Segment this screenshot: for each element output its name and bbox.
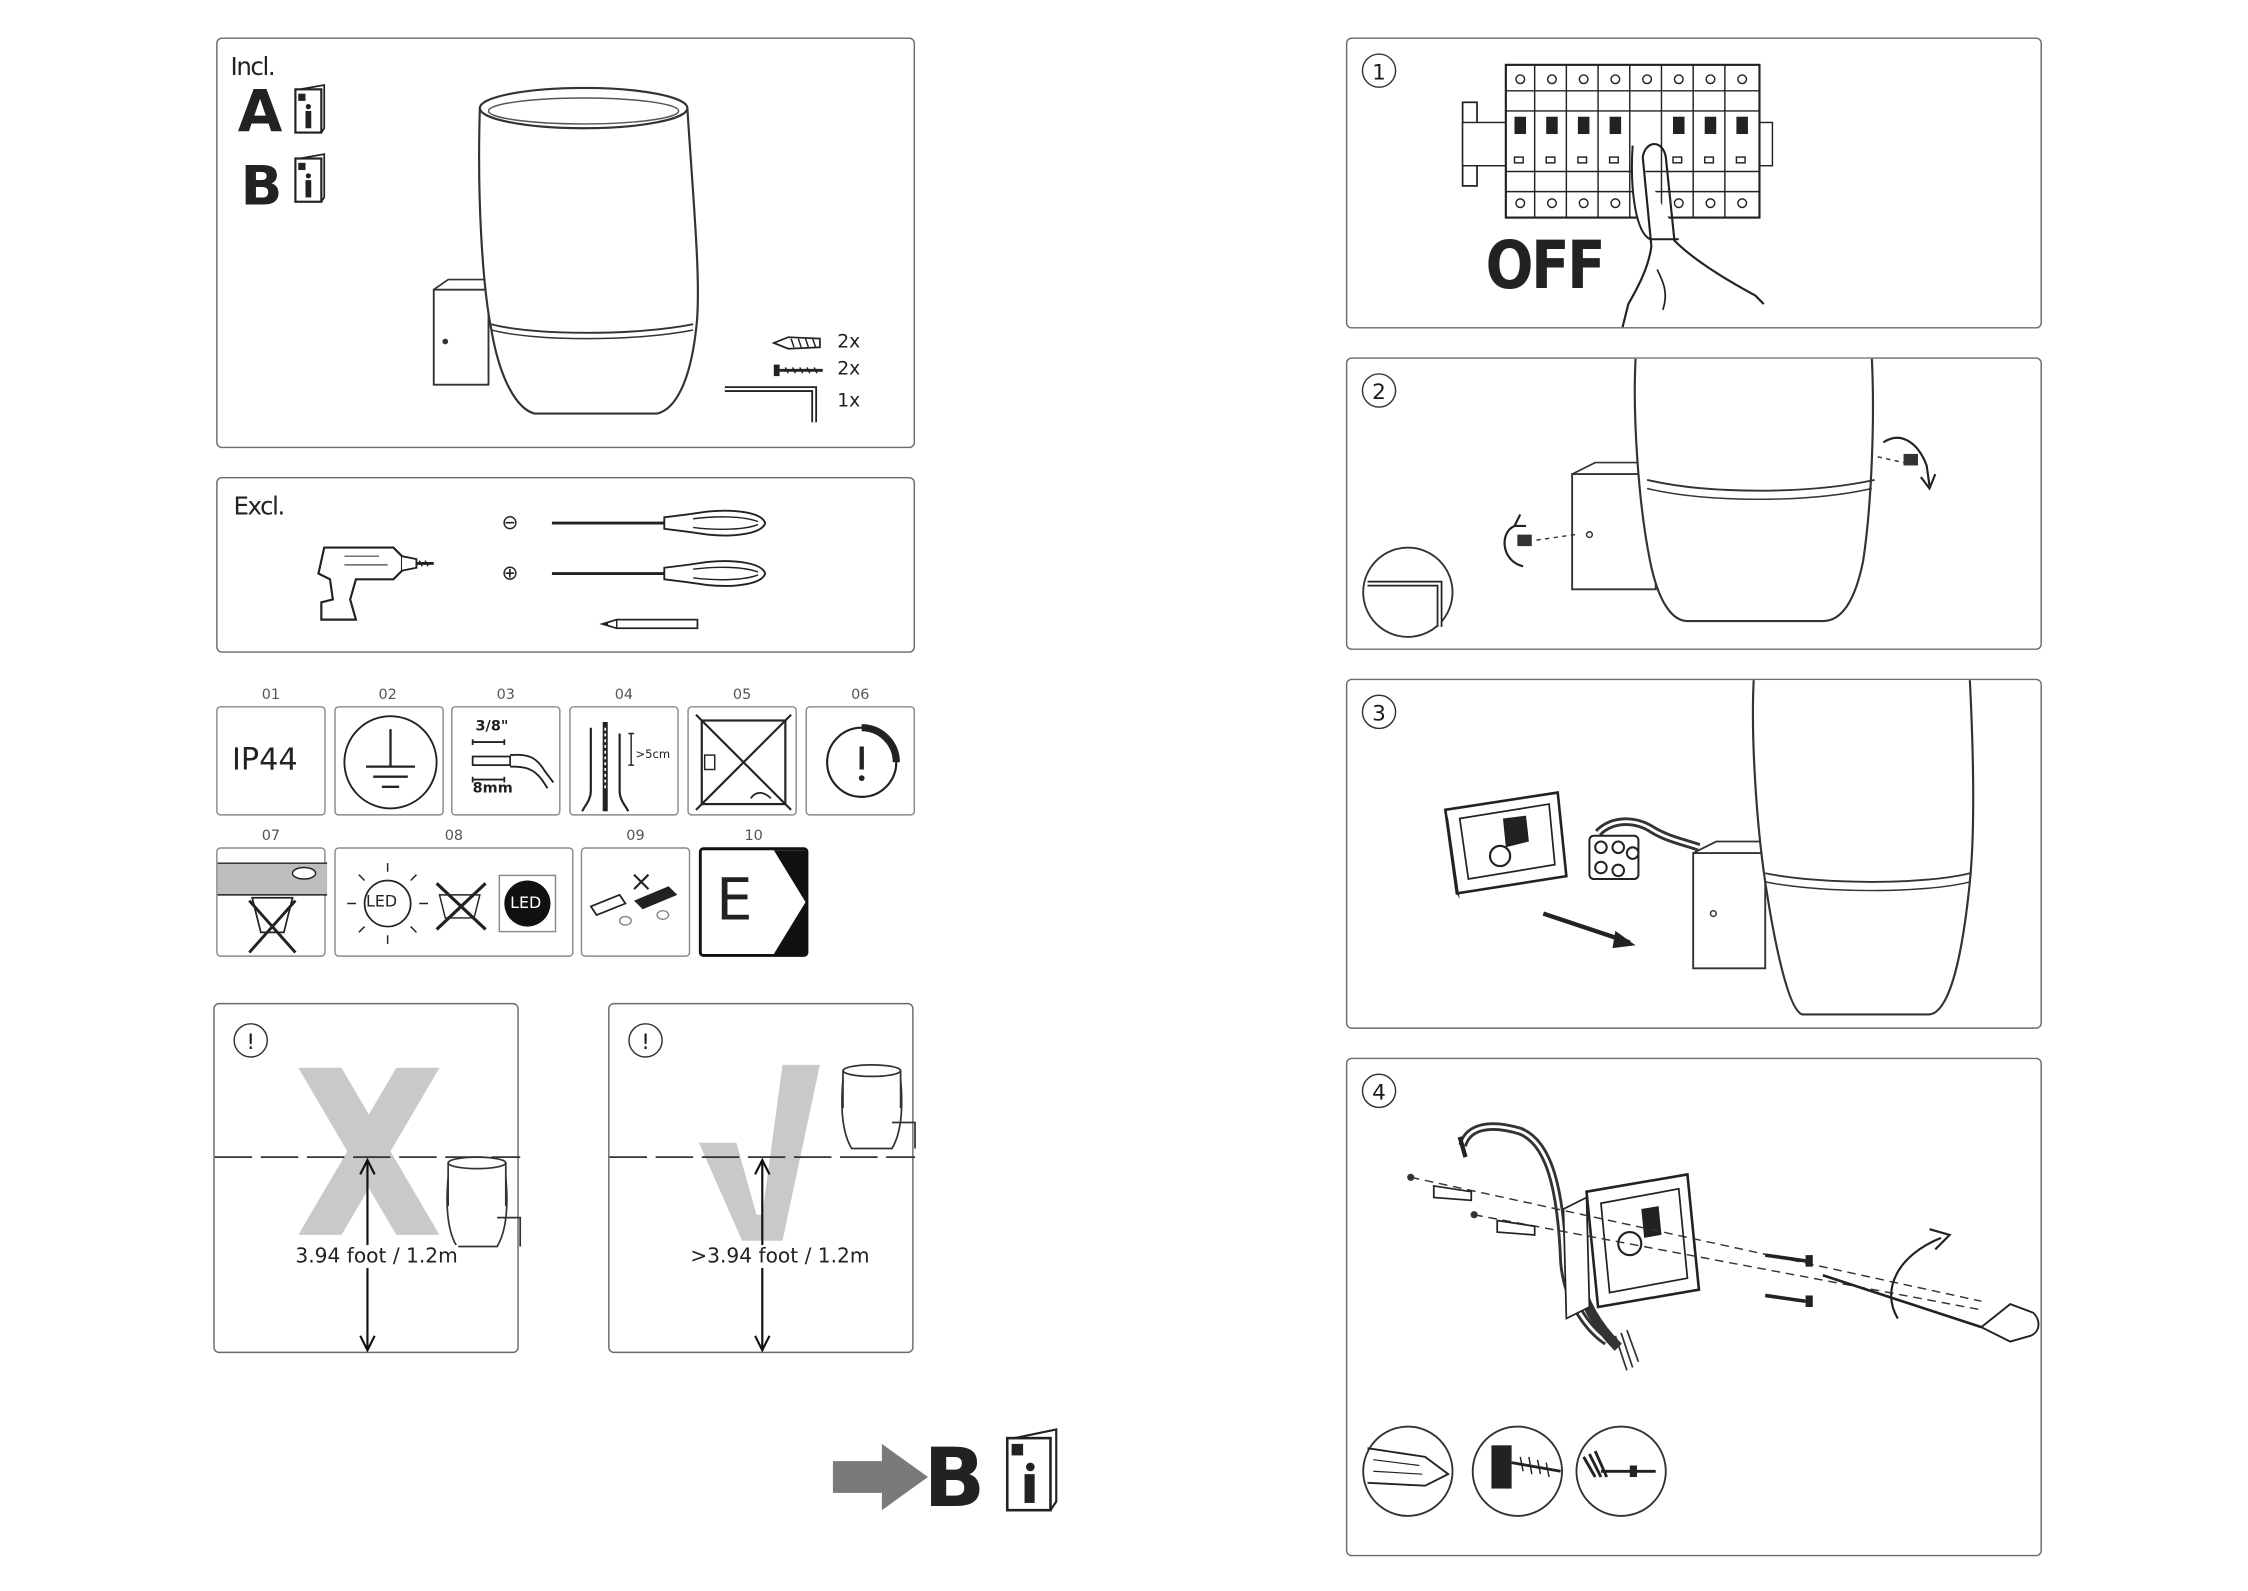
flat-screwdriver-icon xyxy=(549,507,772,539)
step-number: 1 xyxy=(1362,53,1397,88)
hex-key-count: 1x xyxy=(837,391,860,413)
spec-number: 01 xyxy=(242,687,300,703)
no-replace-led-icon xyxy=(431,878,492,936)
ground-symbol-icon xyxy=(340,712,441,813)
crossed-box-icon xyxy=(693,712,794,813)
wrong-height-drawing xyxy=(215,1004,520,1354)
spec-number: 02 xyxy=(359,687,417,703)
terminal-block-drawing xyxy=(1347,680,2043,1030)
height-right-panel: ! >3.94 foot / 1.2m xyxy=(608,1003,913,1353)
doc-letter-b: B xyxy=(241,154,283,217)
pencil-icon xyxy=(599,617,703,631)
wrong-height-label: 3.94 foot / 1.2m xyxy=(295,1245,457,1268)
excluded-label: Excl. xyxy=(233,493,283,522)
step-2-panel: 2 xyxy=(1346,357,2042,650)
driver-icon xyxy=(585,863,689,935)
wall-lamp-drawing xyxy=(419,71,707,431)
led-a-text: LED xyxy=(366,892,397,911)
right-height-label: >3.94 foot / 1.2m xyxy=(690,1245,869,1268)
ip44-rating-icon: IP44 xyxy=(216,706,326,816)
plug-count: 2x xyxy=(837,331,860,353)
hex-key-icon xyxy=(722,385,823,425)
led-not-replaceable-icon: LED LED xyxy=(334,847,573,957)
mounting-drawing xyxy=(1347,1059,2043,1558)
dimmer-icon xyxy=(811,712,912,813)
phillips-head-symbol: ⊕ xyxy=(501,562,518,585)
spec-number: 07 xyxy=(242,829,300,845)
strip-length-inch: 3/8" xyxy=(476,719,509,735)
led-b-text: LED xyxy=(510,893,541,912)
energy-class-icon: E xyxy=(699,847,809,957)
off-label: OFF xyxy=(1486,226,1604,304)
phillips-screwdriver-icon xyxy=(549,558,772,590)
spec-number: 10 xyxy=(725,829,783,845)
spec-number: 04 xyxy=(595,687,653,703)
manual-book-icon xyxy=(1003,1429,1061,1515)
excluded-panel: Excl. ⊖ ⊕ xyxy=(216,477,915,653)
ip44-text: IP44 xyxy=(232,742,298,777)
spec-number: 06 xyxy=(831,687,889,703)
lamp-remove-screws-drawing xyxy=(1347,359,2043,652)
right-height-drawing xyxy=(610,1004,915,1354)
spec-number: 05 xyxy=(713,687,771,703)
wire-length-icon: >5cm xyxy=(569,706,679,816)
spec-number: 09 xyxy=(607,829,665,845)
drill-icon xyxy=(307,530,444,631)
included-panel: Incl. A B xyxy=(216,37,915,448)
strip-length-icon: 3/8" 8mm xyxy=(451,706,561,816)
doc-letter-a: A xyxy=(238,79,283,145)
no-recess-icon xyxy=(687,706,797,816)
step-4-panel: 4 xyxy=(1346,1058,2042,1557)
three-wires-icon xyxy=(576,713,677,814)
driver-not-replaceable-icon xyxy=(581,847,691,957)
strip-length-mm: 8mm xyxy=(473,781,513,797)
height-wrong-panel: ! 3.94 foot / 1.2m xyxy=(213,1003,518,1353)
step-1-panel: 1 OFF xyxy=(1346,37,2042,328)
included-label: Incl. xyxy=(231,53,275,82)
screw-count: 2x xyxy=(837,359,860,381)
wall-plug-icon xyxy=(771,334,829,351)
no-cover-icon xyxy=(216,847,326,957)
manual-book-icon xyxy=(293,85,328,137)
flat-head-symbol: ⊖ xyxy=(501,512,518,535)
manual-book-icon xyxy=(293,154,328,206)
insulation-cross-icon xyxy=(218,849,328,959)
wire-length-text: >5cm xyxy=(635,748,670,761)
step-3-panel: 3 xyxy=(1346,679,2042,1029)
earth-ground-icon xyxy=(334,706,444,816)
spec-number: 03 xyxy=(477,687,535,703)
finger-press-drawing xyxy=(1614,125,1773,327)
led-dark-badge: LED xyxy=(499,875,557,933)
energy-class-letter: E xyxy=(716,867,752,933)
dimmer-warning-icon xyxy=(806,706,916,816)
right-arrow-icon xyxy=(833,1444,928,1510)
next-doc-letter: B xyxy=(924,1432,986,1526)
spec-number: 08 xyxy=(425,829,483,845)
screw-icon xyxy=(771,363,829,377)
